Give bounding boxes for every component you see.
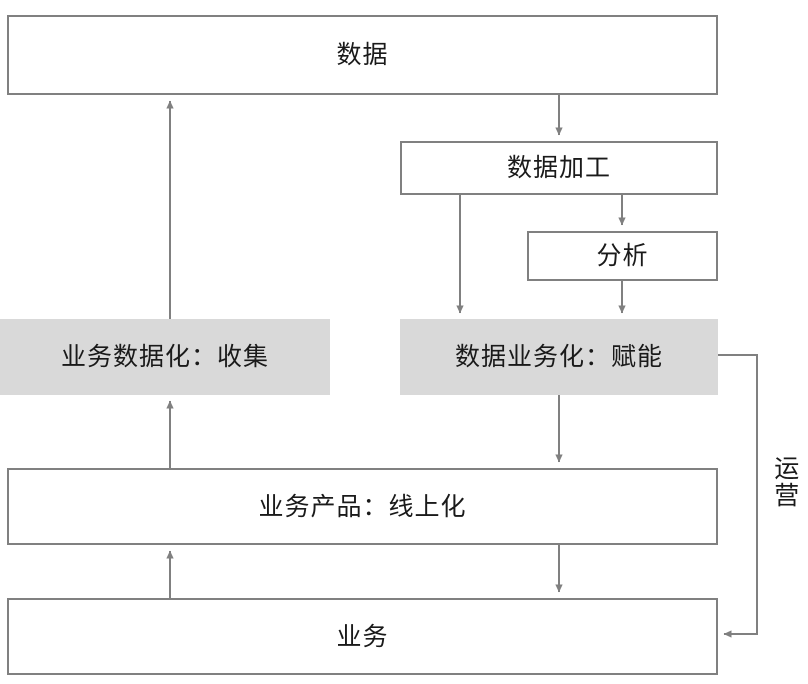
- node-business[interactable]: 业务: [7, 598, 718, 675]
- node-biz-product-label: 业务产品：线上化: [258, 492, 467, 521]
- edge-label-operations: 运营: [770, 455, 799, 509]
- node-biz-to-data-label: 业务数据化：收集: [60, 343, 269, 371]
- node-data[interactable]: 数据: [7, 15, 718, 95]
- node-data-to-biz[interactable]: 数据业务化：赋能: [400, 319, 718, 395]
- node-analysis[interactable]: 分析: [527, 231, 718, 281]
- node-data-label: 数据: [336, 41, 389, 69]
- node-biz-to-data[interactable]: 业务数据化：收集: [0, 319, 330, 395]
- node-business-label: 业务: [336, 622, 389, 651]
- edge-data-to-biz-to-business: [718, 354, 758, 638]
- node-biz-product[interactable]: 业务产品：线上化: [7, 468, 718, 545]
- node-data-processing-label: 数据加工: [506, 154, 611, 182]
- node-analysis-label: 分析: [596, 242, 649, 270]
- node-data-to-biz-label: 数据业务化：赋能: [454, 343, 663, 371]
- node-data-processing[interactable]: 数据加工: [400, 141, 718, 195]
